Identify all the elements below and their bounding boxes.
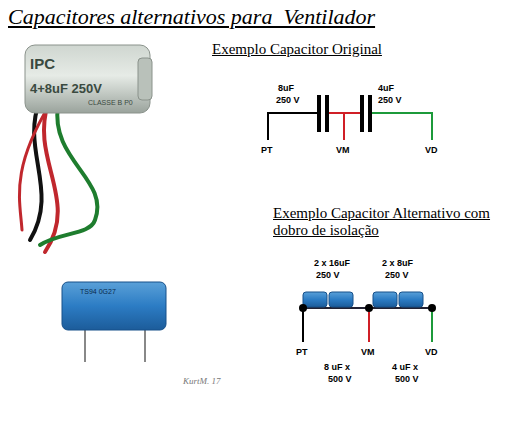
label-text: 250 V	[385, 270, 409, 280]
label-text: 4 uF x	[392, 362, 418, 372]
label-text: 500 V	[328, 374, 352, 384]
label-text: VM	[361, 347, 375, 357]
watermark: KurtM. 17	[183, 376, 221, 386]
label-text: TS94 0G27	[80, 288, 116, 296]
label-text: 2 x 16uF	[314, 258, 350, 268]
label-text: IPC	[30, 55, 55, 72]
label-text: 8 uF x	[324, 362, 350, 372]
capacitor-photo	[25, 45, 152, 113]
label-text: 4+8uF 250V	[30, 82, 102, 97]
label-text: Exemplo Capacitor Alternativo com dobro …	[273, 205, 505, 240]
label-text: 2 x 8uF	[382, 258, 413, 268]
page-title: Capacitores alternativos para Ventilador	[8, 4, 375, 29]
capacitor-schematic	[268, 95, 432, 140]
label-text: PT	[261, 145, 273, 155]
label-text: PT	[296, 347, 308, 357]
label-text: 250 V	[316, 270, 340, 280]
film-capacitor-photo	[62, 282, 166, 362]
label-text: 500 V	[395, 374, 419, 384]
label-text: 250 V	[378, 95, 402, 105]
label-text: VD	[425, 347, 438, 357]
label-text: 250 V	[276, 95, 300, 105]
label-text: Exemplo Capacitor Original	[212, 41, 382, 58]
label-text: 4uF	[378, 83, 394, 93]
alternative-schematic	[299, 292, 436, 342]
label-text: CLASSE B P0	[88, 99, 133, 107]
label-text: VM	[336, 145, 350, 155]
label-text: VD	[425, 145, 438, 155]
capacitor-wires	[19, 100, 97, 252]
label-text: 8uF	[278, 83, 294, 93]
